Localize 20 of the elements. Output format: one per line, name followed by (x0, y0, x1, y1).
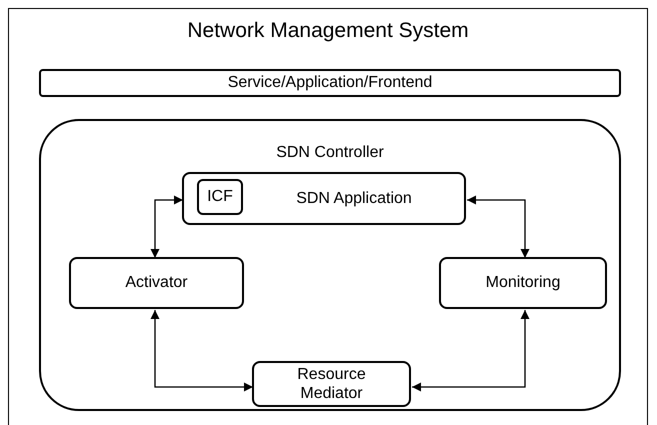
system-frame (8, 8, 648, 425)
double-arrow (412, 310, 530, 392)
module-box (252, 361, 411, 407)
node-label: Activator (125, 273, 188, 293)
node-label: Service/Application/Frontend (228, 73, 432, 93)
module-box (69, 257, 244, 309)
node-label: Resource Mediator (296, 364, 367, 404)
node-label: SDN Application (296, 188, 412, 208)
module-box (439, 257, 607, 309)
application-box (182, 172, 466, 225)
double-arrow (467, 195, 530, 258)
double-arrow (150, 195, 183, 258)
node-label: Monitoring (486, 273, 560, 293)
frontend-bar (39, 69, 621, 97)
controller-container (39, 119, 621, 411)
node-label: ICF (207, 187, 233, 207)
double-arrow (150, 310, 253, 392)
component-box (197, 179, 243, 215)
node-label: SDN Controller (276, 143, 384, 162)
diagram-heading: Network Management System (187, 18, 469, 44)
